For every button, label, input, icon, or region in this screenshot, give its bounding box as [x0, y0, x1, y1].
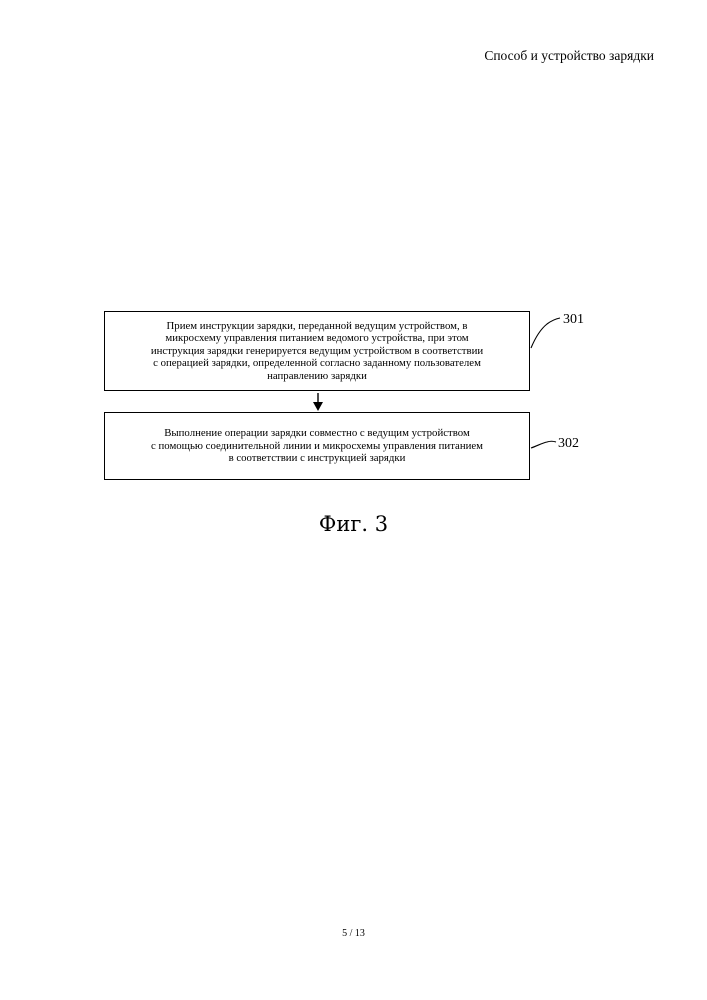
step-text-line: Выполнение операции зарядки совместно с … — [151, 427, 483, 440]
step-text-301: Прием инструкции зарядки, переданной вед… — [151, 320, 483, 383]
page-number: 5 / 13 — [0, 928, 707, 939]
step-text-302: Выполнение операции зарядки совместно с … — [151, 427, 483, 465]
leader-line-301 — [531, 318, 560, 348]
step-label-302: 302 — [558, 436, 579, 452]
step-text-line: инструкция зарядки генерируется ведущим … — [151, 345, 483, 358]
step-text-line: Прием инструкции зарядки, переданной вед… — [151, 320, 483, 333]
step-label-301: 301 — [563, 312, 584, 328]
leader-line-302 — [531, 441, 556, 448]
step-text-line: в соответствии с инструкцией зарядки — [151, 452, 483, 465]
step-text-line: направлению зарядки — [151, 370, 483, 383]
flow-arrow-head — [313, 402, 323, 411]
step-text-line: с помощью соединительной линии и микросх… — [151, 440, 483, 453]
step-box-301: Прием инструкции зарядки, переданной вед… — [104, 311, 530, 391]
figure-caption: Фиг. 3 — [0, 512, 707, 536]
document-title: Способ и устройство зарядки — [484, 48, 654, 64]
step-text-line: микросхему управления питанием ведомого … — [151, 332, 483, 345]
step-text-line: с операцией зарядки, определенной соглас… — [151, 357, 483, 370]
step-box-302: Выполнение операции зарядки совместно с … — [104, 412, 530, 480]
